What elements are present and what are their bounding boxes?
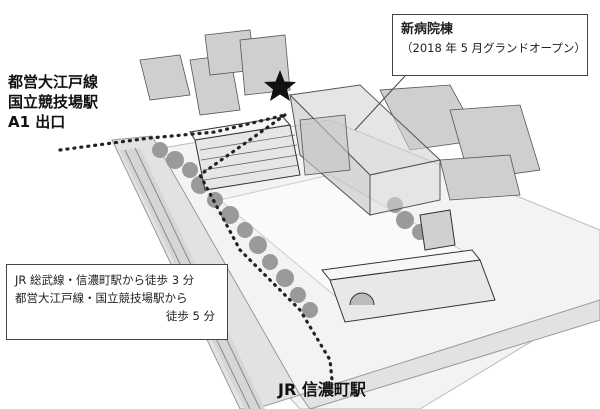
lower-buildings [321,209,496,323]
main-hospital [189,116,301,191]
callout-subtitle: （2018 年 5 月グランドオープン） [401,41,586,55]
upper-station-label: 都営大江戸線 国立競技場駅 A1 出口 [8,72,98,132]
new-building-callout: 新病院棟 （2018 年 5 月グランドオープン） [392,14,588,76]
upper-station-line-1: 都営大江戸線 [8,73,99,91]
lower-station-label: JR 信濃町駅 [278,380,366,399]
star-icon [264,70,296,101]
callout-pointer [354,75,406,131]
callout-title: 新病院棟 [401,22,454,37]
new-hospital-wing [288,84,442,217]
upper-station-line-2: 国立競技場駅 [8,93,99,111]
upper-station-line-3: A1 出口 [8,113,66,131]
access-line-1: JR 総武線・信濃町駅から徒歩 3 分 [15,273,195,287]
walking-route-lower [197,113,334,382]
access-line-3: 徒歩 5 分 [165,309,215,323]
trees [152,123,428,318]
access-info-box: JR 総武線・信濃町駅から徒歩 3 分 都営大江戸線・国立競技場駅から 徒歩 5… [6,264,228,340]
access-line-2: 都営大江戸線・国立競技場駅から [15,291,188,305]
road-bottom [299,299,600,409]
